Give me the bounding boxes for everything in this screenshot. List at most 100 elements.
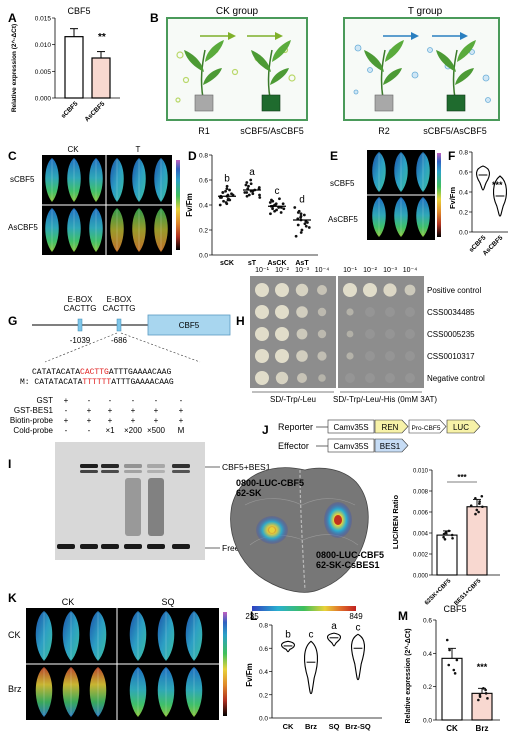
data-point: [447, 663, 451, 667]
ck-pot2-label: sCBF5/AsCBF5: [240, 126, 304, 136]
t-pot1-label: R2: [378, 126, 390, 136]
effector-label: Effector: [278, 441, 309, 451]
ck-airflow-arrows: [200, 32, 283, 40]
category-label: Brz: [305, 722, 317, 731]
panel-k-leaves: [35, 611, 203, 717]
panel-a-ylabel: Relative expression (2^-ΔCt): [10, 24, 18, 112]
panel-m: M CBF5 Relative expression (2^-ΔCt) 0.00…: [398, 604, 500, 733]
bar-CK: [441, 657, 463, 721]
lane-cell: ×1: [105, 426, 115, 435]
data-point: [271, 199, 275, 203]
data-point: [299, 212, 303, 216]
panel-e-colorscale: [437, 153, 441, 237]
panel-e-row-scbf5: sCBF5: [330, 179, 355, 188]
lane-row-label: Cold-probe: [13, 426, 53, 435]
empty-spot: [365, 373, 375, 383]
panel-letter-g: G: [8, 314, 17, 328]
data-point: [296, 223, 300, 227]
violin: [351, 633, 365, 681]
leaf: [157, 667, 175, 717]
data-point: [474, 512, 477, 516]
empty-spot: [385, 351, 395, 361]
data-point: [481, 505, 484, 509]
violin: [281, 640, 295, 653]
panel-f-significance: ***: [492, 180, 503, 190]
yeast-spot: [346, 330, 354, 338]
data-point: [279, 211, 283, 214]
leaf: [89, 158, 103, 202]
yeast-spot: [343, 283, 357, 297]
data-point: [228, 188, 231, 192]
complex-band: [80, 470, 98, 473]
lane-cell: +: [87, 416, 92, 425]
category-label: CK: [446, 724, 458, 733]
dilution-label: 10⁻⁴: [315, 267, 330, 274]
data-point: [244, 183, 248, 187]
panel-i: I GST+-----GST-BES1-+++++Biotin-probe+++…: [8, 396, 271, 560]
lane-cell: -: [109, 396, 112, 405]
panel-letter-b: B: [150, 11, 159, 25]
lane-cell: +: [179, 416, 184, 425]
free-probe-band: [101, 544, 119, 549]
bar-62SK+CBF5: [436, 534, 458, 576]
lane-cell: +: [131, 416, 136, 425]
category-label: sCBF5: [60, 100, 80, 120]
y-tick-label: 0.002: [413, 553, 429, 559]
group-letter: b: [224, 173, 230, 184]
leaf: [35, 667, 53, 717]
leaf: [394, 197, 408, 237]
leaf: [416, 152, 430, 192]
y-tick-label: 0.000: [413, 574, 429, 580]
lane-cell: -: [65, 426, 68, 435]
data-point: [450, 533, 454, 537]
category-label: Brz-SQ: [345, 722, 371, 731]
data-point: [258, 193, 261, 197]
panel-i-gel: [55, 442, 205, 560]
ebox2-label: E-BOX: [107, 295, 133, 304]
yeast-spot: [255, 371, 269, 385]
data-point: [474, 497, 477, 500]
empty-spot: [365, 307, 375, 317]
data-point: [480, 494, 484, 498]
panel-letter-f: F: [448, 149, 455, 163]
complex-band: [147, 464, 165, 468]
leaf: [157, 611, 175, 661]
leaf: [67, 208, 81, 252]
ck-plant-green: [251, 40, 291, 112]
lane-cell: ×500: [147, 426, 166, 435]
data-point: [443, 538, 447, 541]
yeast-spot: [275, 283, 289, 297]
h-row-label: CSS0010317: [427, 352, 475, 361]
yeast-spot: [275, 305, 289, 319]
yeast-spot: [317, 307, 327, 317]
group-letter: b: [285, 629, 291, 640]
panel-letter-j: J: [262, 423, 269, 437]
lane-cell: -: [155, 396, 158, 405]
y-tick-label: 0.2: [459, 210, 468, 217]
y-tick-label: 0.2: [199, 228, 208, 235]
data-point: [442, 532, 446, 536]
ck-plant-grey: [184, 40, 224, 112]
leaf: [132, 208, 146, 252]
y-tick-label: 0.2: [259, 692, 268, 699]
leaf-label-1b: 62-SK: [236, 488, 262, 498]
dilution-label: 10⁻⁴: [403, 267, 418, 274]
ebox1-label: E-BOX: [68, 295, 94, 304]
y-tick-label: 0.6: [423, 618, 432, 625]
leaf-label-2a: 0800-LUC-CBF5: [316, 550, 384, 560]
group-letter: a: [331, 621, 337, 632]
y-tick-label: 0.004: [413, 532, 429, 538]
effector-promoter: Camv35S: [333, 442, 368, 451]
h-row-label: Positive control: [427, 286, 481, 295]
group-letter: c: [275, 186, 280, 197]
category-label: sCK: [220, 260, 234, 267]
h-row-label: CSS0034485: [427, 308, 475, 317]
yeast-spot: [275, 327, 289, 341]
free-probe-band: [172, 544, 190, 549]
